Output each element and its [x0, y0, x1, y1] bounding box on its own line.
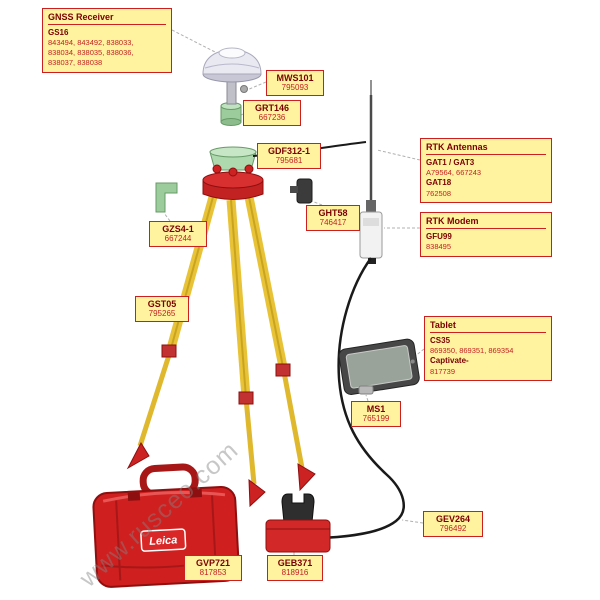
case-logo-text: Leica	[149, 534, 178, 547]
part-numbers: 817739	[430, 366, 456, 376]
part-name: GEB371	[277, 558, 313, 568]
pole-clamp	[281, 493, 315, 523]
carrier-adapter	[220, 102, 242, 126]
part-code: 817853	[199, 568, 227, 578]
part-numbers: A79564, 667243	[426, 168, 482, 178]
part-code: 765199	[362, 414, 390, 424]
part-code: 796492	[439, 524, 467, 534]
part-name: GZS4-1	[162, 224, 194, 234]
model-name: CS35	[430, 336, 451, 345]
pole-holder	[155, 182, 178, 213]
part-numbers: 762508	[426, 188, 452, 198]
part-code: 667244	[164, 234, 192, 244]
part-name: GRT146	[254, 103, 289, 113]
info-box-header: RTK Modem	[426, 216, 546, 229]
part-code: 818916	[281, 568, 309, 578]
part-label-ms1: MS1 765199	[351, 401, 401, 427]
part-numbers: 869350, 869351, 869354	[430, 346, 514, 356]
part-code: 667236	[258, 113, 286, 123]
tablet-device	[338, 338, 420, 395]
info-box-tablet: Tablet CS35 869350, 869351, 869354 Capti…	[424, 316, 552, 382]
part-label-gzs4: GZS4-1 667244	[149, 221, 207, 247]
info-box-rtk-modem: RTK Modem GFU99 838495	[420, 212, 552, 258]
part-code: 795265	[148, 309, 176, 319]
ght58-bracket	[290, 178, 313, 204]
rtk-modem-device	[359, 211, 383, 264]
part-numbers: 838495	[426, 242, 452, 252]
part-name: MS1	[366, 404, 386, 414]
part-label-ght58: GHT58 746417	[306, 205, 360, 231]
case-logo-patch	[140, 528, 187, 552]
part-numbers: 843494, 843492, 838033,	[48, 38, 134, 48]
part-name: GHT58	[318, 208, 348, 218]
part-label-mws101: MWS101 795093	[266, 70, 324, 96]
part-name: GST05	[147, 299, 177, 309]
model-name: GAT18	[426, 178, 452, 188]
ms1-stick	[358, 385, 374, 395]
part-label-grt146: GRT146 667236	[243, 100, 301, 126]
tripod-head	[202, 171, 264, 200]
part-code: 795681	[275, 156, 303, 166]
model-name: GAT1 / GAT3	[426, 158, 475, 167]
part-numbers: 838034, 838035, 838036,	[48, 48, 134, 58]
info-box-header: Tablet	[430, 320, 546, 333]
part-label-gev264: GEV264 796492	[423, 511, 483, 537]
info-box-gnss-receiver: GNSS Receiver GS16 843494, 843492, 83803…	[42, 8, 172, 73]
part-numbers: 838037, 838038	[48, 57, 103, 67]
part-name: MWS101	[276, 73, 314, 83]
rtk-antenna-rod	[366, 80, 376, 212]
antenna-connector	[240, 85, 248, 93]
part-name: GDF312-1	[267, 146, 311, 156]
info-box-header: RTK Antennas	[426, 142, 546, 155]
part-name: GVP721	[195, 558, 231, 568]
info-box-rtk-antennas: RTK Antennas GAT1 / GAT3 A79564, 667243 …	[420, 138, 552, 204]
part-name: GEV264	[435, 514, 471, 524]
battery-device	[265, 493, 331, 553]
model-name: Captivate-	[430, 356, 469, 366]
part-label-gst05: GST05 795265	[135, 296, 189, 322]
part-code: 795093	[281, 83, 309, 93]
part-label-gdf312: GDF312-1 795681	[257, 143, 321, 169]
part-label-geb371: GEB371 818916	[267, 555, 323, 581]
info-box-header: GNSS Receiver	[48, 12, 166, 25]
part-label-gvp721: GVP721 817853	[184, 555, 242, 581]
gnss-antenna-dome	[202, 47, 262, 83]
model-name: GS16	[48, 28, 69, 37]
model-name: GFU99	[426, 232, 452, 241]
part-code: 746417	[319, 218, 347, 228]
tribrach	[209, 146, 257, 177]
tripod-legs	[126, 195, 316, 508]
